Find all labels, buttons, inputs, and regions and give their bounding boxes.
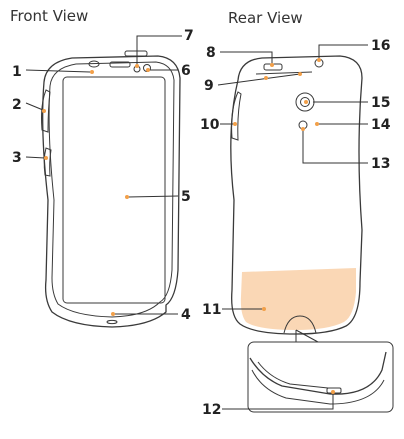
callout-numbers: 1 2 3 4 5 6 7 8 9 10 11 12 13 14 15 16	[12, 28, 391, 418]
dot-6	[146, 68, 150, 72]
callout-11: 11	[202, 302, 221, 318]
front-microphone	[106, 319, 118, 325]
zoom-connector-right	[295, 329, 319, 343]
callout-9: 9	[204, 78, 214, 94]
leader-1	[25, 69, 91, 73]
zoom-phone-edge	[249, 351, 387, 395]
dot-9b	[298, 72, 302, 76]
leader-7	[136, 35, 182, 66]
front-volume-key	[41, 89, 51, 133]
leader-5	[127, 195, 179, 198]
rear-view-title: Rear View	[228, 9, 303, 27]
callout-8: 8	[206, 45, 216, 61]
callout-5: 5	[181, 189, 191, 205]
dot-2	[42, 109, 46, 113]
callout-13: 13	[371, 156, 390, 172]
dot-7	[135, 64, 139, 68]
callout-1: 1	[12, 64, 22, 80]
leader-lines	[25, 35, 368, 410]
callout-6: 6	[181, 63, 191, 79]
rear-top-seam	[255, 71, 313, 75]
dot-9a	[264, 76, 268, 80]
dot-11	[262, 307, 266, 311]
rear-body-outline	[230, 55, 363, 335]
callout-10: 10	[200, 117, 220, 133]
dot-12	[331, 390, 335, 394]
callout-15: 15	[371, 95, 390, 111]
dot-10	[233, 122, 237, 126]
zoom-frame	[247, 341, 394, 413]
rear-highlight-area	[240, 268, 356, 330]
callout-12: 12	[202, 402, 221, 418]
leader-9	[217, 73, 301, 86]
front-bezel-line	[48, 61, 175, 318]
dot-14	[315, 122, 319, 126]
dot-1	[90, 70, 94, 74]
dot-5	[125, 195, 129, 199]
leader-13	[302, 129, 368, 164]
leader-12	[222, 393, 334, 410]
front-earpiece	[109, 61, 131, 68]
bottom-zoom-detail	[247, 329, 394, 413]
dot-3	[44, 156, 48, 160]
leader-2	[25, 102, 44, 111]
zoom-phone-bezel	[251, 369, 385, 405]
zoom-phone-inner	[257, 361, 329, 389]
front-screen	[62, 76, 166, 304]
rear-volume-key	[231, 91, 242, 141]
leader-16	[318, 44, 368, 59]
rear-phone	[230, 55, 363, 335]
front-phone	[41, 50, 181, 328]
front-view-title: Front View	[10, 7, 88, 25]
dot-8	[270, 63, 274, 67]
dot-16	[317, 58, 321, 62]
rear-camera-lens	[300, 97, 310, 107]
dot-15	[304, 100, 308, 104]
callout-4: 4	[181, 307, 191, 323]
leader-8	[220, 51, 273, 64]
callout-14: 14	[371, 117, 391, 133]
front-headset-jack	[88, 60, 100, 68]
dot-13	[301, 127, 305, 131]
leader-3	[25, 156, 46, 159]
callout-7: 7	[184, 28, 194, 44]
callout-16: 16	[371, 38, 390, 54]
front-top-key	[124, 50, 148, 57]
rear-bottom-notch	[283, 315, 317, 334]
front-camera-key	[43, 147, 52, 177]
dot-4	[111, 312, 115, 316]
callout-2: 2	[12, 97, 22, 113]
front-body-outline	[42, 55, 181, 328]
callout-3: 3	[12, 150, 22, 166]
